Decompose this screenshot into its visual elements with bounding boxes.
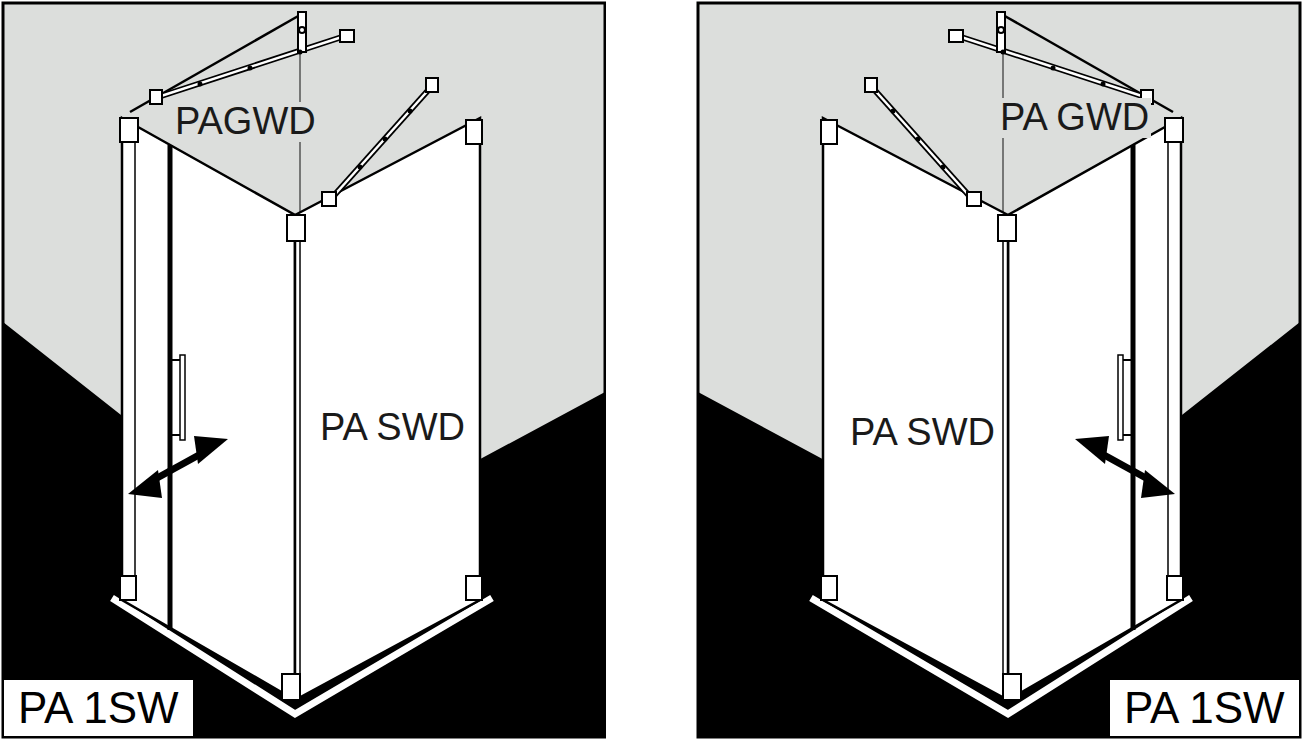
model-name: PA 1SW xyxy=(4,680,193,736)
model-name: PA 1SW xyxy=(1110,680,1299,736)
part-label: PAGWD xyxy=(173,102,318,142)
model-box: PA 1SW xyxy=(1108,678,1301,738)
model-box: PA 1SW xyxy=(2,678,195,738)
right-enclosure xyxy=(698,3,1300,737)
left-enclosure xyxy=(3,3,605,737)
part-label: PA SWD xyxy=(318,408,467,448)
part-label: PA GWD xyxy=(998,98,1151,138)
part-label: PA SWD xyxy=(848,413,997,453)
